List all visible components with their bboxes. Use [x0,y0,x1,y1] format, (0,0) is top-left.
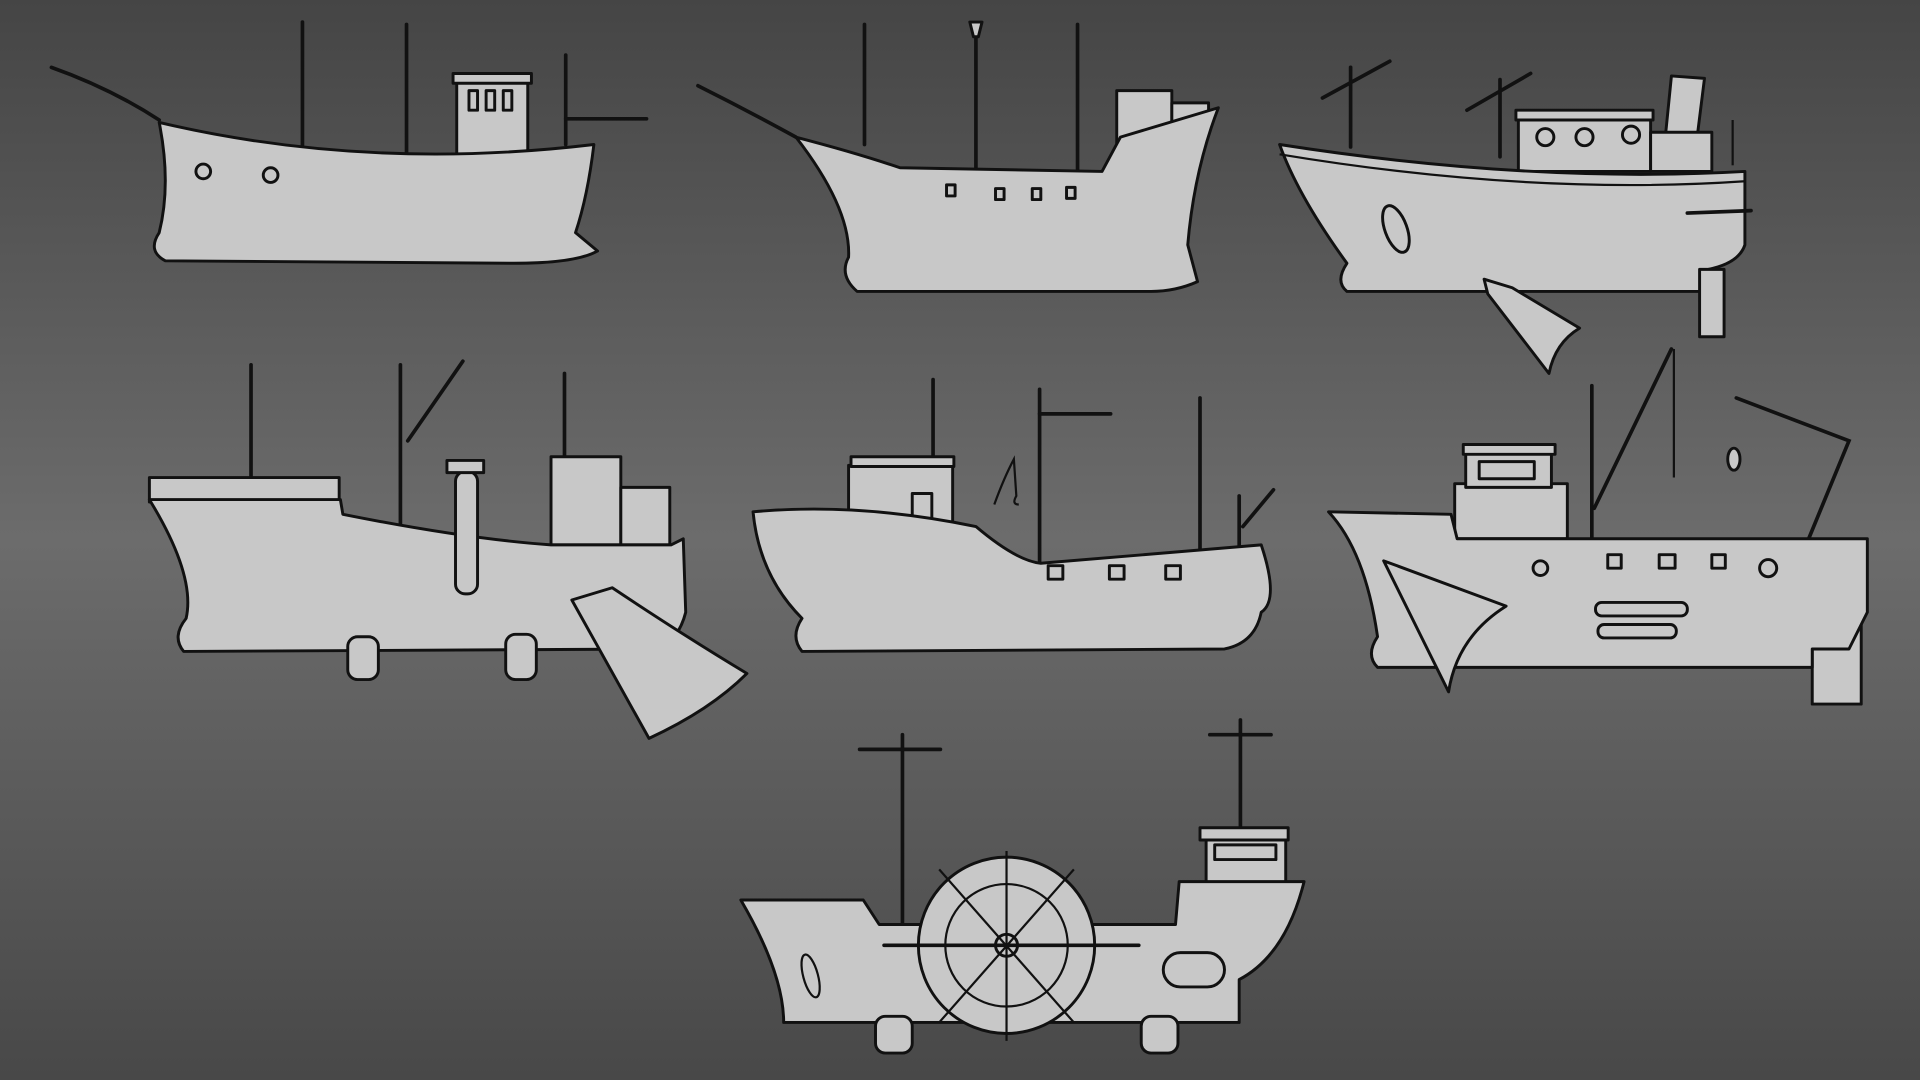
window [1065,185,1077,200]
porthole [1535,127,1556,148]
window [1606,553,1623,570]
window [994,187,1006,202]
winch [1594,600,1689,618]
float [874,1014,914,1055]
window [1710,553,1727,570]
hatch [1161,951,1226,989]
antenna [1320,59,1392,100]
float [1139,1014,1180,1055]
wheelhouse [1649,130,1714,173]
window [501,89,514,112]
hull [152,120,600,265]
float [346,635,380,682]
porthole [1758,558,1779,579]
hull [1278,143,1747,293]
hatch [1381,204,1411,254]
cabin [1453,482,1569,541]
porthole [1574,127,1595,148]
ship-3 [1278,59,1753,375]
cabin [549,455,623,547]
window [484,89,497,112]
antenna [1465,71,1533,113]
stern-gantry [1734,396,1852,547]
wheelhouse-roof [1461,443,1557,456]
bowsprit [49,65,162,122]
bowsprit [696,83,798,139]
ship-6 [1327,347,1869,706]
window [1030,187,1043,202]
cabin-roof [1198,826,1290,842]
cabin-window [1213,843,1278,862]
mast-lamp [968,20,984,39]
bow-mark [800,953,821,999]
boom [1241,487,1276,529]
ship-1 [49,20,649,265]
trawl-net [1382,559,1508,694]
cabin-roof [1514,108,1655,122]
boom [405,359,465,443]
ship-4 [147,359,749,740]
deck-rail [1279,153,1745,187]
window [467,89,480,112]
hull [751,507,1272,653]
porthole [194,162,213,181]
crane-boom [1592,347,1674,510]
winch [1596,623,1678,640]
forecastle [147,476,341,504]
exhaust-pipe [454,469,480,596]
window [1046,564,1065,581]
cabin-roof [849,455,956,468]
float [504,632,538,682]
trawl-net [1482,277,1582,375]
crane-hook [993,455,1019,506]
hull [794,106,1220,293]
rail-bar [1685,208,1753,215]
porthole [1531,559,1550,577]
window [1164,564,1182,581]
wheelhouse-window [1477,460,1536,481]
cabin-roof [451,72,533,85]
trawl-net [570,586,749,740]
window [1107,564,1126,581]
ship-2 [696,20,1220,293]
porthole [261,166,280,184]
cabin-step [619,485,672,547]
window [945,183,957,198]
rudder [1698,267,1726,339]
exhaust-cap [445,458,486,475]
ship-7 [739,718,1306,1055]
hook [1726,446,1742,472]
porthole [1620,124,1642,145]
funnel [1663,74,1706,139]
window [1657,553,1677,570]
ship-5 [751,377,1276,653]
